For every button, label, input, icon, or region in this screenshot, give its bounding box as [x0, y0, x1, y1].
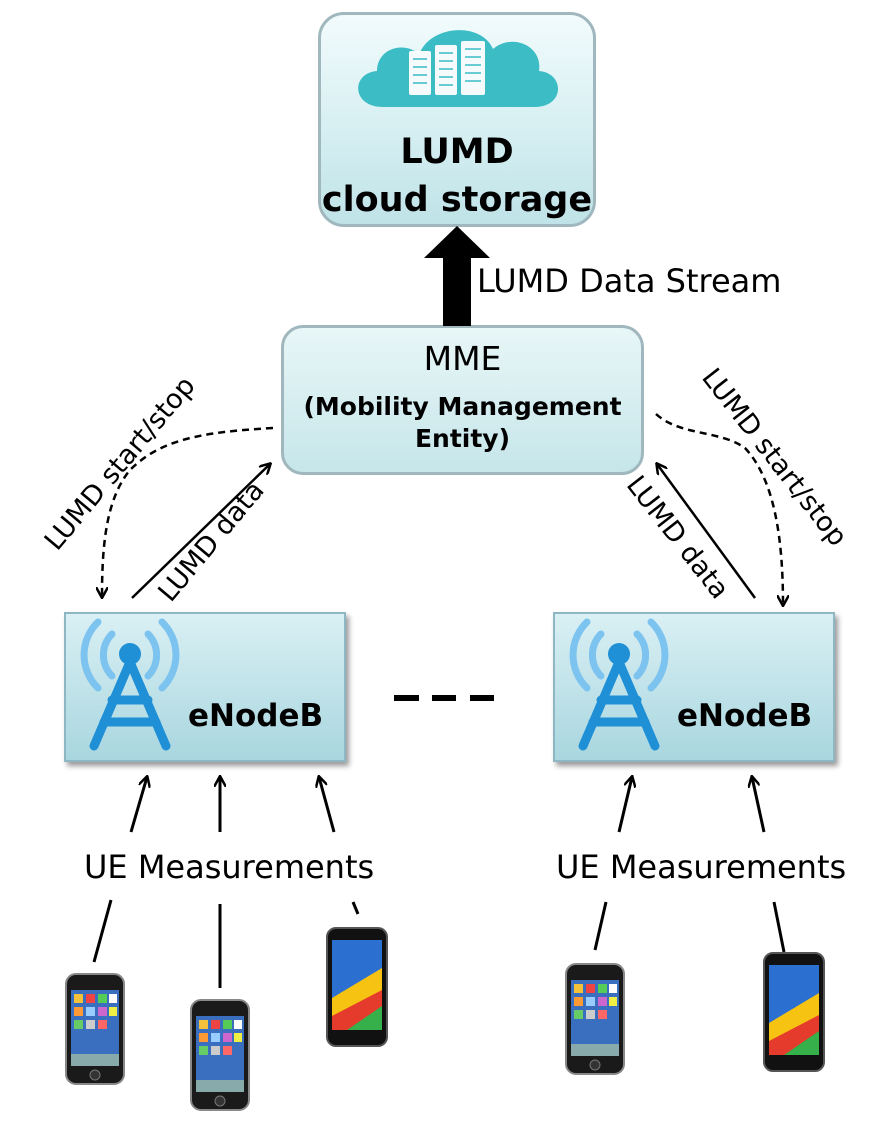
cell-tower-icon — [569, 618, 669, 751]
ue-link-line — [351, 901, 360, 915]
ue-link-line — [593, 901, 608, 951]
left-data-arrow — [131, 464, 270, 599]
iphone-icon — [190, 999, 250, 1111]
enodeb-left-node: eNodeB — [64, 612, 346, 762]
ue-arrow — [129, 777, 147, 833]
ue-arrow — [319, 777, 336, 833]
ue-arrow — [752, 777, 766, 833]
mme-node — [281, 325, 644, 475]
iphone-icon — [65, 973, 125, 1085]
ue-arrow — [617, 777, 632, 833]
mme-subtitle-line1: (Mobility Management — [303, 392, 622, 421]
cloud-storage-node — [318, 12, 596, 227]
right-start-stop-arrow — [655, 413, 783, 605]
enodeb-left-label: eNodeB — [188, 698, 324, 734]
mme-subtitle: (Mobility Management Entity) — [281, 391, 644, 455]
cloud-title-line1: LUMD — [400, 132, 514, 172]
android-phone-icon — [326, 927, 388, 1047]
right-data-arrow — [657, 464, 757, 599]
mme-subtitle-line2: Entity) — [414, 424, 511, 453]
data-stream-arrow — [424, 226, 490, 326]
cloud-title-line2: cloud storage — [321, 180, 593, 220]
mme-title: MME — [423, 339, 502, 378]
iphone-icon — [565, 963, 625, 1075]
enodeb-right-label: eNodeB — [677, 698, 813, 734]
cloud-storage-title: LUMD cloud storage — [318, 128, 596, 224]
ue-link-line — [92, 899, 113, 963]
cloud-server-icon — [358, 30, 559, 108]
cell-tower-icon — [80, 618, 180, 751]
ue-measurements-left-label: UE Measurements — [84, 848, 375, 886]
data-stream-label: LUMD Data Stream — [477, 262, 782, 300]
android-phone-icon — [763, 952, 825, 1072]
ue-measurements-right-label: UE Measurements — [556, 848, 847, 886]
ue-link-line — [772, 901, 786, 953]
enodeb-right-node: eNodeB — [553, 612, 835, 762]
